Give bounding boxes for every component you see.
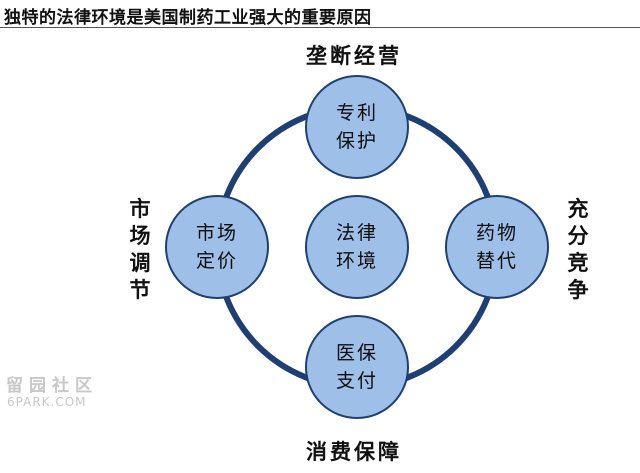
node-label: 药物: [475, 222, 518, 244]
node-label: 支付: [335, 370, 378, 392]
node-label: 专利: [335, 102, 378, 124]
node-label: 法律: [335, 222, 378, 244]
node-legal-environment: 法律 环境: [305, 195, 409, 299]
watermark-url: 6PARK.COM: [7, 395, 87, 409]
diagram-title: 独特的法律环境是美国制药工业强大的重要原因: [4, 8, 372, 28]
label-full-competition: 充分竞争: [567, 197, 589, 302]
node-label: 环境: [335, 250, 378, 272]
node-drug-substitution: 药物 替代: [445, 195, 549, 299]
label-monopoly-operation: 垄断经营: [306, 44, 402, 68]
node-insurance-payment: 医保 支付: [305, 315, 409, 419]
node-label: 市场: [195, 222, 238, 244]
node-label: 替代: [475, 250, 518, 272]
node-label: 定价: [195, 250, 238, 272]
node-label: 保护: [335, 130, 378, 152]
title-divider: [0, 27, 640, 28]
node-market-pricing: 市场 定价: [165, 195, 269, 299]
label-market-regulation: 市场调节: [129, 197, 151, 302]
watermark-text: 留园社区: [6, 376, 98, 396]
node-label: 医保: [335, 342, 378, 364]
label-consumption-guarantee: 消费保障: [306, 440, 402, 464]
node-patent-protection: 专利 保护: [305, 75, 409, 179]
